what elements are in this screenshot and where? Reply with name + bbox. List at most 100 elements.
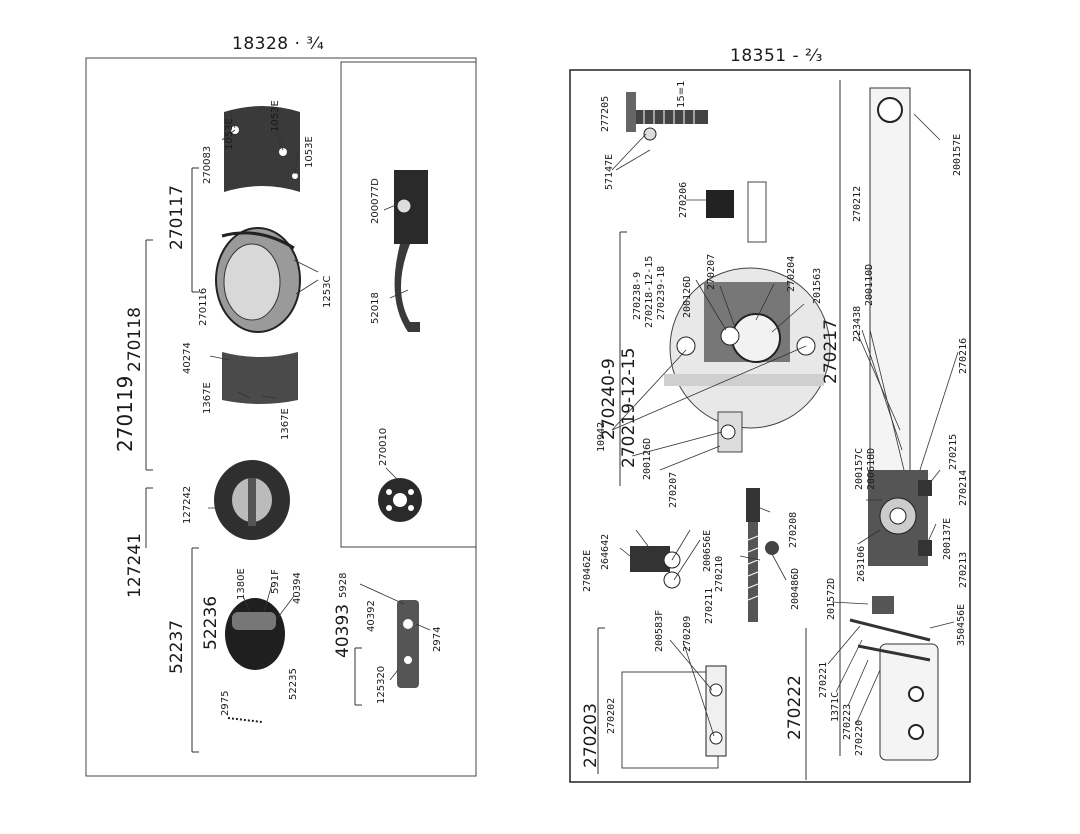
group-label-270219: 270219-12-15 [619, 348, 639, 468]
part-label-1053e-c: 1053E [304, 136, 315, 168]
right-plate-border [569, 69, 971, 783]
part-label-270207-a: 270207 [706, 254, 717, 290]
part-label-1053e-a: 1053E [224, 118, 235, 150]
lever-52018-drawing [394, 244, 420, 332]
part-label-270209: 270209 [682, 616, 693, 652]
group-label-270203: 270203 [581, 703, 601, 768]
part-label-270206: 270206 [678, 182, 689, 218]
part-label-200126d-a: 200126D [682, 276, 693, 318]
hook-ring-drawing [222, 352, 298, 404]
screw-hole-drawing [292, 173, 298, 179]
part-label-270116: 270116 [198, 288, 209, 326]
part-label-1380e: 1380E [236, 568, 247, 600]
group-label-270117: 270117 [167, 185, 187, 250]
part-label-200077d: 200077D [370, 178, 381, 224]
hook-point-drawing [221, 231, 295, 250]
part-label-270202: 270202 [606, 698, 617, 734]
part-label-270220: 270220 [854, 720, 865, 756]
spring-2975-drawing [227, 717, 263, 723]
right-plate-title: 18351 - ²⁄₃ [730, 46, 823, 66]
part-label-200486d: 200486D [790, 568, 801, 610]
bobbin-case-spring-drawing [225, 598, 285, 670]
part-label-10942: 10942 [596, 422, 607, 452]
part-label-270207-b: 270207 [668, 472, 679, 508]
group-label-270118: 270118 [125, 307, 145, 372]
brace-52236 [191, 547, 199, 753]
part-label-270218: 270218-12-15 [644, 256, 655, 328]
hook-inner-drawing [223, 243, 281, 321]
box-270203 [621, 671, 719, 769]
bobbin-case-base-drawing [224, 106, 300, 192]
part-label-200126d-b: 200126D [642, 438, 653, 480]
right-plate: 270240-9 270219-12-15 270217 270203 2702… [569, 69, 971, 783]
part-label-127242: 127242 [182, 486, 193, 524]
group-label-52236: 52236 [201, 596, 221, 650]
part-label-40392: 40392 [366, 600, 377, 632]
plate-40393-drawing [397, 600, 419, 688]
part-label-125320: 125320 [376, 666, 387, 704]
part-label-270223: 270223 [842, 704, 853, 740]
plate-hole-drawing [404, 656, 412, 664]
group-label-270240: 270240-9 [599, 358, 619, 440]
part-label-270210: 270210 [714, 556, 725, 592]
group-label-270222: 270222 [785, 675, 805, 740]
part-label-201572d: 201572D [826, 578, 837, 620]
part-label-40394: 40394 [292, 572, 303, 604]
part-label-270238: 270238-9 [632, 272, 643, 320]
screw-hole-drawing [279, 148, 287, 156]
left-plate-inset-box [340, 61, 477, 548]
group-label-270217: 270217 [821, 319, 841, 384]
part-label-57147e: 57147E [604, 154, 615, 190]
part-label-270212: 270212 [852, 186, 863, 222]
part-label-270208: 270208 [788, 512, 799, 548]
part-label-2974: 2974 [432, 627, 443, 652]
part-label-52018: 52018 [370, 292, 381, 324]
group-label-270119: 270119 [113, 376, 137, 452]
part-label-270010: 270010 [378, 428, 389, 466]
part-label-40274: 40274 [182, 342, 193, 374]
part-label-270221: 270221 [818, 662, 829, 698]
presser-plate-drawing [879, 643, 939, 761]
threaded-shaft-drawing [747, 522, 759, 622]
part-label-264642: 264642 [600, 534, 611, 570]
part-label-2975: 2975 [220, 691, 231, 716]
part-label-591f: 591F [270, 569, 281, 594]
part-label-270215: 270215 [948, 434, 959, 470]
part-label-270214: 270214 [958, 470, 969, 506]
part-label-200618d: 200618D [866, 448, 877, 490]
part-label-350456e: 350456E [956, 604, 967, 646]
part-label-200110d: 200110D [864, 264, 875, 306]
part-label-277205: 277205 [600, 96, 611, 132]
part-label-200656e: 200656E [702, 530, 713, 572]
part-label-200583f: 200583F [654, 610, 665, 652]
block-270206-drawing [706, 190, 734, 218]
part-label-1367e-a: 1367E [202, 382, 213, 414]
brace-127241 [145, 487, 153, 548]
part-264642-drawing [630, 546, 670, 572]
part-label-1371c: 1371C [830, 692, 841, 722]
part-label-52235: 52235 [288, 668, 299, 700]
part-label-270211: 270211 [704, 588, 715, 624]
group-label-52237: 52237 [167, 620, 187, 674]
part-label-270239: 270239-18 [656, 266, 667, 320]
part-label-15eq1: 15=1 [676, 81, 687, 108]
part-label-270204: 270204 [786, 256, 797, 292]
part-label-200137e: 200137E [942, 518, 953, 560]
part-label-270083: 270083 [202, 146, 213, 184]
part-label-200157c: 200157C [854, 448, 865, 490]
left-plate: 270119 270118 270117 127241 52237 52236 … [85, 57, 477, 777]
gauge-drawing [626, 110, 708, 124]
brace-270117 [191, 167, 199, 293]
bobbin-latch-drawing [248, 478, 256, 526]
part-label-1253c: 1253C [322, 276, 333, 308]
part-label-1367e-b: 1367E [280, 408, 291, 440]
part-label-1053e-b: 1053E [270, 100, 281, 132]
part-label-200157e: 200157E [952, 134, 963, 176]
bracket-screw-drawing [396, 198, 412, 214]
part-label-270462e: 270462E [582, 550, 593, 592]
screw-head-drawing [746, 488, 760, 522]
part-label-270213: 270213 [958, 552, 969, 588]
plate-hole-drawing [403, 619, 413, 629]
